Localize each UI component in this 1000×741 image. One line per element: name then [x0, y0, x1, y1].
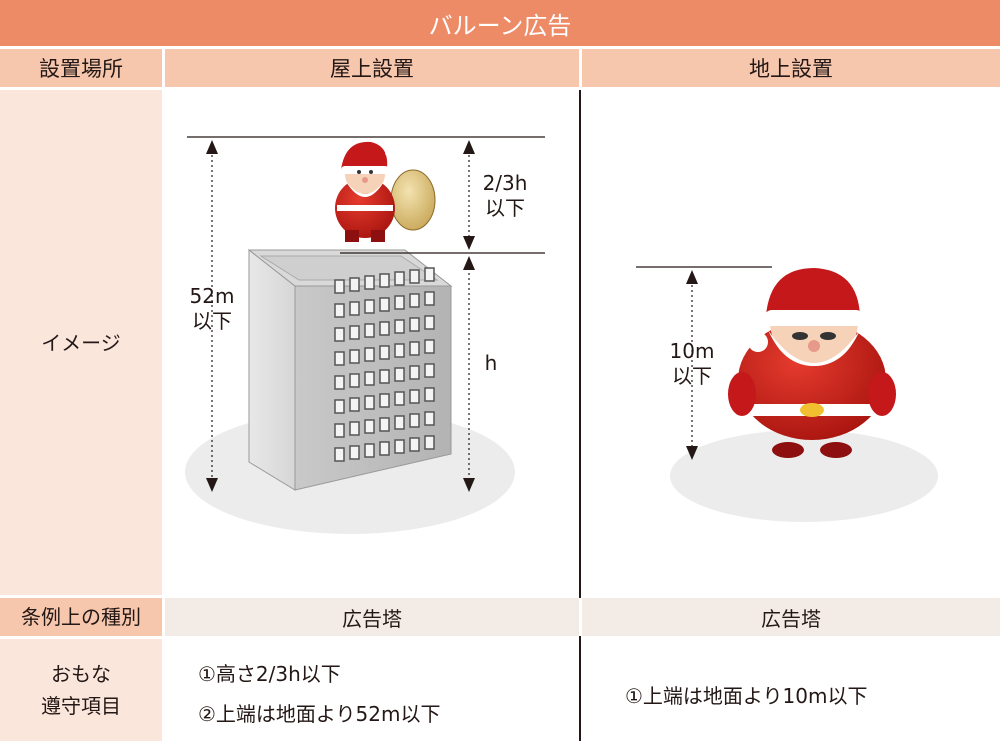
ground-header: 地上設置 [582, 49, 1000, 87]
balloon-ratio-label-1: 2/3h [483, 171, 528, 195]
ordinance-row-label: 条例上の種別 [0, 598, 162, 636]
ground-height-arrow [686, 270, 698, 460]
ground-type: 広告塔 [582, 598, 1000, 636]
location-header: 設置場所 [0, 49, 162, 87]
page-title: バルーン広告 [0, 0, 1000, 46]
building-height-arrow [463, 256, 475, 492]
items-label-line1: おもな [51, 662, 111, 686]
rooftop-rule-1: ①高さ2/3h以下 [198, 662, 341, 686]
rooftop-header: 屋上設置 [165, 49, 579, 87]
ground-shadow-right [670, 430, 938, 522]
column-divider-bottom [579, 636, 581, 741]
santa-ground-icon [728, 268, 896, 458]
items-label-line2: 遵守項目 [41, 694, 121, 718]
rooftop-rule-2: ②上端は地面より52m以下 [198, 702, 441, 726]
ground-height-label-1: 10m [670, 339, 715, 363]
column-divider [579, 90, 581, 598]
ground-illustration: 10m 以下 [636, 266, 938, 522]
santa-rooftop-icon [335, 141, 436, 242]
ground-rules: ①上端は地面より10m以下 [625, 676, 995, 716]
rooftop-type: 広告塔 [165, 598, 579, 636]
total-height-label-1: 52m [190, 284, 235, 308]
balloon-ratio-label-2: 以下 [485, 196, 525, 220]
total-height-arrow [206, 140, 218, 492]
ground-height-label-2: 以下 [672, 364, 712, 388]
rooftop-rules: ①高さ2/3h以下 ②上端は地面より52m以下 [198, 654, 578, 734]
building [247, 248, 453, 491]
image-row-label: イメージ [0, 90, 162, 595]
balloon-height-arrow [463, 140, 475, 250]
building-windows [334, 267, 435, 462]
building-height-label: h [485, 351, 498, 375]
rooftop-illustration: 52m 以下 2/3h 以下 h [185, 136, 545, 534]
items-row-label: おもな 遵守項目 [0, 639, 162, 741]
ground-rule-1: ①上端は地面より10m以下 [625, 684, 868, 708]
total-height-label-2: 以下 [192, 309, 232, 333]
